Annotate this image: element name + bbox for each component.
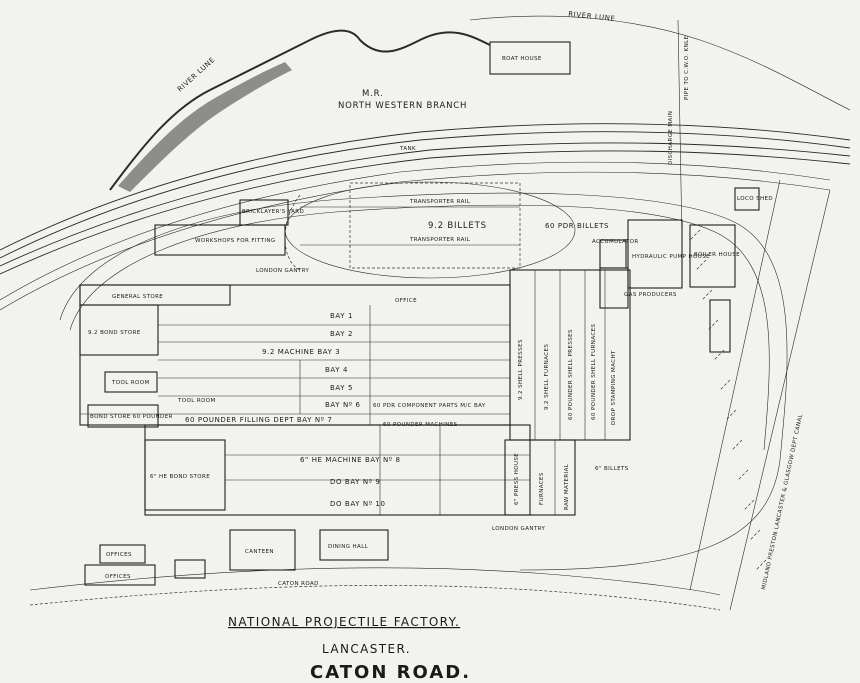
bay4-label: BAY 4 xyxy=(325,366,348,374)
mr-label: M.R. xyxy=(362,89,384,99)
dining-hall-label: DINING HALL xyxy=(328,544,369,550)
bay6-label: BAY Nº 6 xyxy=(325,401,361,409)
general-store-label: GENERAL STORE xyxy=(112,294,163,300)
river-bank-right xyxy=(469,15,851,111)
bay1-label: BAY 1 xyxy=(330,312,353,320)
title-city: LANCASTER. xyxy=(322,642,411,656)
tool-room-1-label: TOOL ROOM xyxy=(111,380,150,386)
title-road: CATON ROAD. xyxy=(310,662,471,683)
machines-label: 60 POUNDER MACHINES xyxy=(383,422,458,428)
raw-material-label: RAW MATERIAL xyxy=(564,463,570,510)
hydraulic-label: HYDRAULIC PUMP HOUSE xyxy=(632,254,710,260)
bricklayers-yard xyxy=(239,199,289,226)
office-label: OFFICE xyxy=(395,298,417,304)
tool-room-2-label: TOOL ROOM xyxy=(177,398,216,404)
shell-furnaces-60-label: 60 POUNDER SHELL FURNACES xyxy=(591,324,597,420)
shell-presses-60-label: 60 POUNDER SHELL PRESSES xyxy=(568,329,574,420)
london-gantry-bottom-label: LONDON GANTRY xyxy=(492,526,546,532)
east-store-building xyxy=(709,299,731,353)
billets-60-label: 60 PDR BILLETS xyxy=(545,222,609,230)
bond-store-92-label: 9.2 BOND STORE xyxy=(88,330,141,336)
drop-stamping-label: DROP STAMPING MACHT xyxy=(611,350,617,425)
river-vegetation xyxy=(118,62,292,192)
bay3-label: 9.2 MACHINE BAY 3 xyxy=(262,348,340,356)
river-label-left: RIVER LUNE xyxy=(176,56,217,94)
branch-label: NORTH WESTERN BRANCH xyxy=(338,101,467,111)
bay2-label: BAY 2 xyxy=(330,330,353,338)
transporter-top-label: TRANSPORTER RAIL xyxy=(409,199,471,205)
offices-1-label: OFFICES xyxy=(106,552,132,558)
tank-label: TANK xyxy=(399,146,416,152)
canal-hatching xyxy=(689,179,831,611)
loco-shed-label: LOCO SHED xyxy=(737,196,773,202)
furnaces-label: FURNACES xyxy=(539,472,545,505)
boat-house-label: BOAT HOUSE xyxy=(502,56,542,62)
billets-area xyxy=(349,182,521,269)
press-furnace-block xyxy=(504,269,631,516)
bond-store-60-label: BOND STORE 60 POUNDER xyxy=(90,414,173,420)
workshops-label: WORKSHOPS FOR FITTING xyxy=(195,238,276,244)
hydraulic-pump-house xyxy=(627,219,683,289)
caton-road-line xyxy=(29,567,721,596)
bay8-label: 6" HE MACHINE BAY Nº 8 xyxy=(300,456,401,464)
dining-hall-building xyxy=(319,529,389,561)
caton-road-line-2 xyxy=(29,585,721,611)
pipe-label: PIPE TO C.W.O. KNLE xyxy=(684,35,690,100)
bay5-label: BAY 5 xyxy=(330,384,353,392)
london-gantry-left-label: LONDON GANTRY xyxy=(256,268,310,274)
offices-building-1 xyxy=(99,544,146,564)
pipe-line xyxy=(677,19,683,241)
river-bank xyxy=(109,29,491,191)
river-label-top: RIVER LUNE xyxy=(568,10,616,23)
bricklayers-label: BRICKLAYER'S YARD xyxy=(242,209,304,215)
billets-92-label: 9.2 BILLETS xyxy=(428,221,487,231)
shell-furnaces-92-label: 9.2 SHELL FURNACES xyxy=(544,344,550,410)
boiler-house-building xyxy=(689,224,736,288)
filling-label: 60 POUNDER FILLING DEPT BAY Nº 7 xyxy=(185,416,332,424)
midland-label: MIDLAND PRESTON LANCASTER & GLASGOW DEPT… xyxy=(761,413,804,590)
offices-building-2 xyxy=(84,564,156,586)
component-label: 60 PDR COMPONENT PARTS M/C BAY xyxy=(373,403,486,409)
accumulator-building xyxy=(599,239,627,269)
press-house-label: 6" PRESS HOUSE xyxy=(514,453,520,505)
canteen-building xyxy=(229,529,296,571)
boat-house-building xyxy=(489,41,571,75)
workshops-building xyxy=(154,224,286,256)
garage-building xyxy=(174,559,206,579)
gas-producers-label: GAS PRODUCERS xyxy=(624,292,677,298)
loco-shed-building xyxy=(734,187,760,211)
discharge-label: DISCHARGE MAIN xyxy=(668,111,674,165)
transporter-bottom-label: TRANSPORTER RAIL xyxy=(409,237,471,243)
bond-store-6-label: 6" HE BOND STORE xyxy=(150,474,210,480)
caton-road-label: CATON ROAD xyxy=(278,581,319,587)
bay10-label: DO BAY Nº 10 xyxy=(330,500,386,508)
bay9-label: DO BAY Nº 9 xyxy=(330,478,381,486)
title-main: NATIONAL PROJECTILE FACTORY. xyxy=(228,615,460,629)
accumulator-label: ACCUMULATOR xyxy=(592,239,639,245)
billets-6-label: 6" BILLETS xyxy=(595,466,629,472)
boiler-house-label: BOILER HOUSE xyxy=(694,252,740,258)
gas-producers-building xyxy=(599,267,629,309)
railway-lines xyxy=(0,123,851,311)
shell-presses-92-label: 9.2 SHELL PRESSES xyxy=(518,339,524,400)
canteen-label: CANTEEN xyxy=(245,549,274,555)
offices-2-label: OFFICES xyxy=(105,574,131,580)
